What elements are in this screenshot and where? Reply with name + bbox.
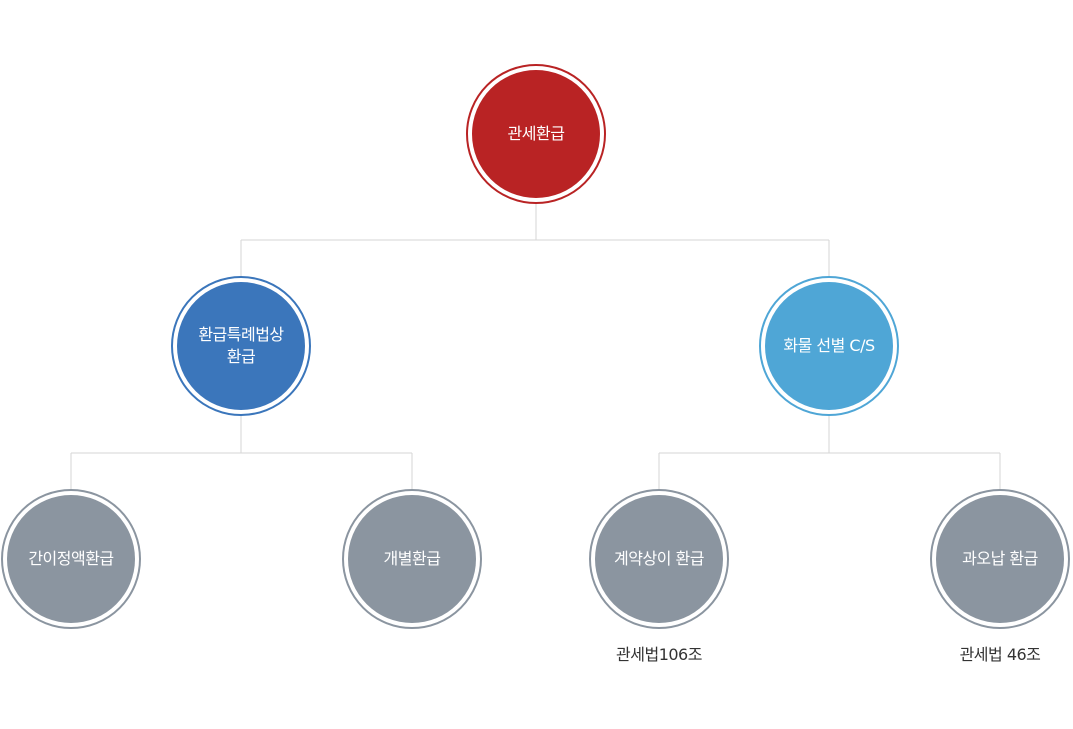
leaf-node-label: 간이정액환급	[7, 495, 135, 623]
leaf-note-law-reference: 관세법106조	[616, 645, 702, 664]
leaf-node-overpayment-refund: 과오납 환급	[930, 489, 1070, 629]
leaf-note-law-reference: 관세법 46조	[959, 645, 1041, 664]
branch-node-label: 화물 선별 C/S	[765, 282, 893, 410]
branch-node-cargo-selection: 화물 선별 C/S	[759, 276, 899, 416]
leaf-node-label: 개별환급	[348, 495, 476, 623]
leaf-node-individual-refund: 개별환급	[342, 489, 482, 629]
leaf-node-label: 과오납 환급	[936, 495, 1064, 623]
branch-node-label: 환급특례법상 환급	[177, 282, 305, 410]
leaf-node-label: 계약상이 환급	[595, 495, 723, 623]
branch-node-refund-special-act: 환급특례법상 환급	[171, 276, 311, 416]
leaf-node-contract-discrepancy-refund: 계약상이 환급	[589, 489, 729, 629]
root-node: 관세환급	[466, 64, 606, 204]
root-node-label: 관세환급	[472, 70, 600, 198]
leaf-node-simple-fixed-refund: 간이정액환급	[1, 489, 141, 629]
